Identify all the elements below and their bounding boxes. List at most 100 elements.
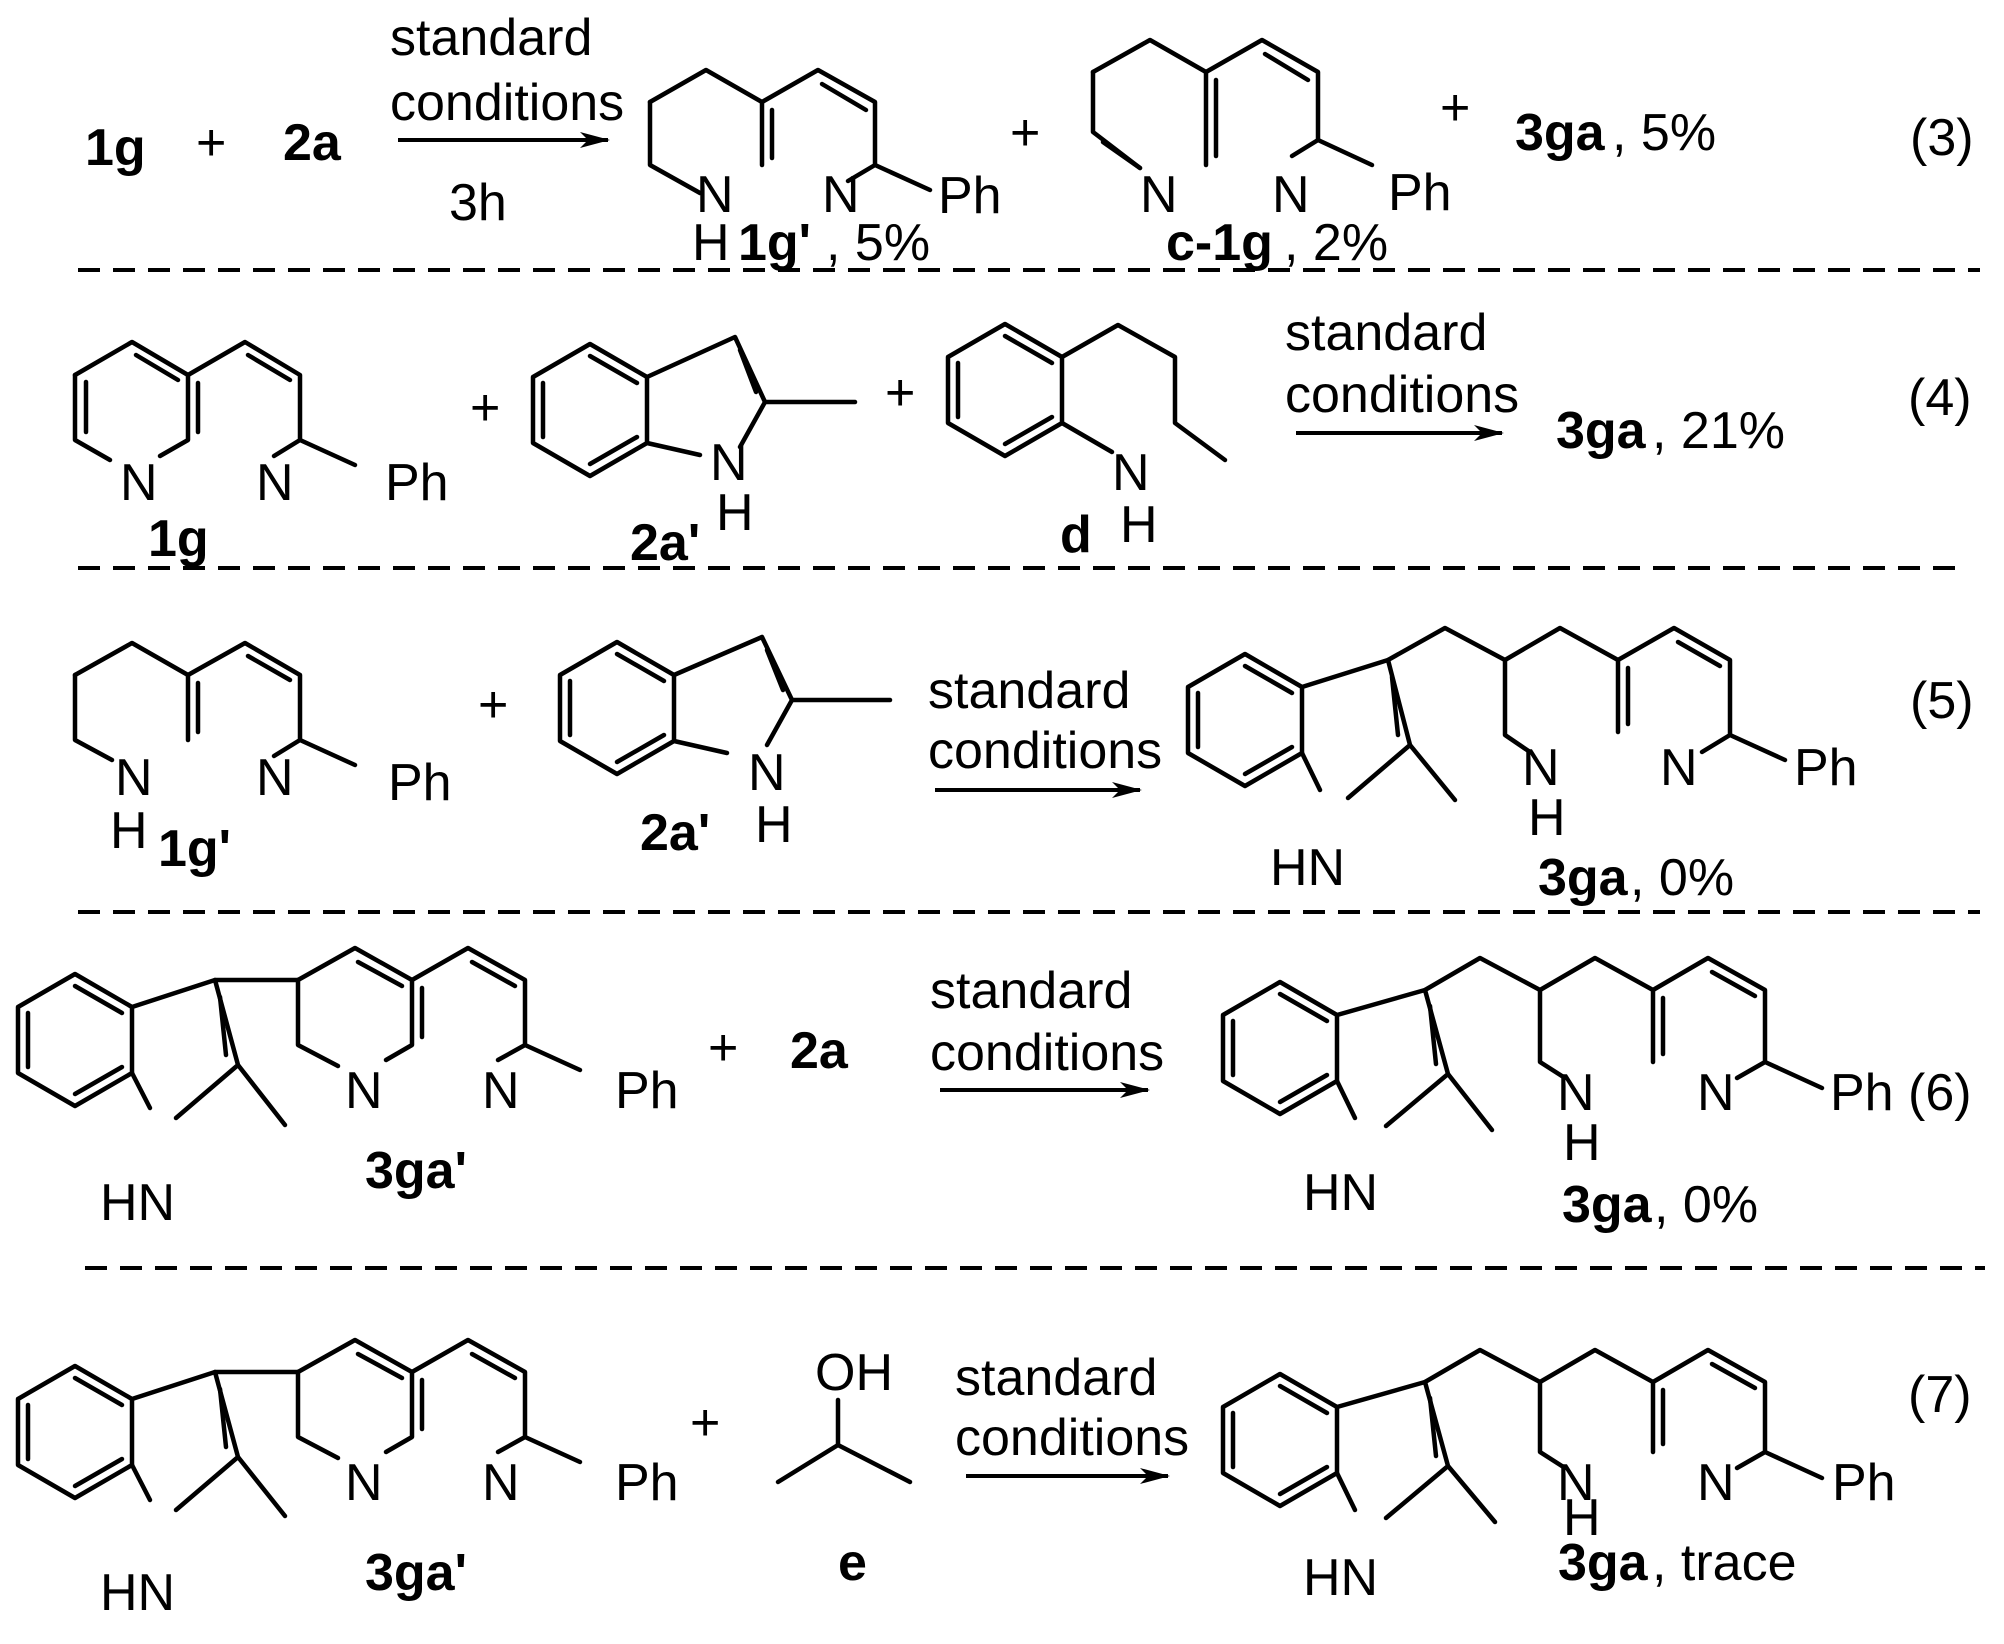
atom-n: N xyxy=(696,166,734,224)
equation-number: (4) xyxy=(1908,369,1972,427)
atom-h: H xyxy=(1563,1489,1601,1547)
equation-number: (6) xyxy=(1908,1064,1972,1122)
equation-number: (5) xyxy=(1910,672,1974,730)
reactant-1g-label: 1g xyxy=(148,510,209,568)
plus-sign: + xyxy=(885,364,915,422)
reaction-time: 3h xyxy=(449,174,507,232)
reactant-2a-prime-label: 2a' xyxy=(630,514,700,572)
atom-n: N xyxy=(1140,166,1178,224)
atom-hn: HN xyxy=(1303,1549,1378,1607)
atom-n: N xyxy=(345,1062,383,1120)
atom-ph: Ph xyxy=(388,754,452,812)
structure-3ga: HN N H N Ph xyxy=(1188,625,1858,897)
reaction-5: N H N Ph 1g' + N H 2a' standard conditio… xyxy=(72,625,1974,907)
atom-n: N xyxy=(256,454,294,512)
atom-ph: Ph xyxy=(1794,739,1858,797)
structure-3ga: HN N H N Ph xyxy=(1223,955,1894,1222)
atom-n: N xyxy=(1697,1454,1735,1512)
structure-1g-prime: N H N Ph xyxy=(72,640,452,860)
equation-number: (7) xyxy=(1908,1366,1972,1424)
product-3ga-yield: , trace xyxy=(1652,1534,1797,1592)
atom-ph: Ph xyxy=(1830,1064,1894,1122)
atom-ph: Ph xyxy=(615,1062,679,1120)
atom-n: N xyxy=(345,1454,383,1512)
structure-3ga: HN N H N Ph xyxy=(1223,1347,1896,1607)
structure-d: N H xyxy=(948,324,1228,554)
reactant-2a-label: 2a xyxy=(283,114,342,172)
reactant-d-label: d xyxy=(1060,506,1092,564)
atom-n: N xyxy=(120,454,158,512)
reaction-6: HN N N Ph 3ga' + 2a standard conditions … xyxy=(18,945,1972,1234)
atom-ph: Ph xyxy=(938,167,1002,225)
atom-ph: Ph xyxy=(385,454,449,512)
structure-c-1g: N N Ph xyxy=(1090,37,1452,224)
atom-n: N xyxy=(1272,166,1310,224)
reaction-4: N N Ph 1g + N H 2a' + N H d standard con… xyxy=(72,304,1972,572)
conditions-line-2: conditions xyxy=(390,74,624,132)
conditions-line-1: standard xyxy=(1285,304,1487,362)
plus-sign: + xyxy=(470,379,500,437)
atom-oh: OH xyxy=(815,1344,893,1402)
atom-hn: HN xyxy=(100,1174,175,1232)
atom-n: N xyxy=(482,1454,520,1512)
conditions-line-2: conditions xyxy=(955,1409,1189,1467)
atom-h: H xyxy=(1563,1114,1601,1172)
plus-sign: + xyxy=(690,1394,720,1452)
product-1g-prime-label: 1g' xyxy=(738,214,811,272)
reactant-3ga-prime-label: 3ga' xyxy=(365,1142,467,1200)
equation-number: (3) xyxy=(1910,109,1974,167)
structure-1g-prime: N H N Ph xyxy=(647,67,1002,272)
atom-n: N xyxy=(256,749,294,807)
atom-n: N xyxy=(115,749,153,807)
atom-hn: HN xyxy=(1303,1164,1378,1222)
conditions-line-2: conditions xyxy=(1285,366,1519,424)
structure-3ga-prime: HN N N Ph xyxy=(18,945,679,1232)
atom-n: N xyxy=(710,434,748,492)
product-1g-prime-yield: , 5% xyxy=(826,214,930,272)
reactant-3ga-prime-label: 3ga' xyxy=(365,1544,467,1602)
atom-hn: HN xyxy=(100,1564,175,1622)
plus-sign: + xyxy=(708,1019,738,1077)
atom-n: N xyxy=(482,1062,520,1120)
conditions-line-1: standard xyxy=(930,962,1132,1020)
atom-n: N xyxy=(822,166,860,224)
product-3ga-yield: , 21% xyxy=(1652,402,1785,460)
product-c-1g-label: c-1g xyxy=(1166,214,1273,272)
plus-sign: + xyxy=(478,676,508,734)
atom-n: N xyxy=(1557,1454,1595,1512)
structure-e: OH xyxy=(775,1344,913,1485)
product-c-1g-yield: , 2% xyxy=(1284,214,1388,272)
conditions-line-2: conditions xyxy=(928,722,1162,780)
product-3ga-label: 3ga xyxy=(1515,104,1606,162)
atom-n: N xyxy=(1112,444,1150,502)
atom-h: H xyxy=(692,214,730,272)
atom-h: H xyxy=(755,796,793,854)
reactant-1g-label: 1g xyxy=(85,119,146,177)
product-3ga-yield: , 0% xyxy=(1630,849,1734,907)
reaction-7: HN N N Ph 3ga' + OH e standard condition… xyxy=(18,1337,1972,1622)
reaction-3: 1g + 2a standard conditions 3h N H N Ph … xyxy=(85,9,1974,272)
reactant-e-label: e xyxy=(838,1534,867,1592)
product-3ga-label: 3ga xyxy=(1562,1176,1653,1234)
product-3ga-yield: , 5% xyxy=(1612,104,1716,162)
atom-ph: Ph xyxy=(615,1454,679,1512)
atom-ph: Ph xyxy=(1832,1454,1896,1512)
reactant-2a-prime-label: 2a' xyxy=(640,804,710,862)
atom-n: N xyxy=(1660,739,1698,797)
product-3ga-yield: , 0% xyxy=(1654,1176,1758,1234)
plus-sign: + xyxy=(196,114,226,172)
atom-hn: HN xyxy=(1270,839,1345,897)
conditions-line-1: standard xyxy=(928,662,1130,720)
atom-n: N xyxy=(1522,739,1560,797)
structure-1g: N N Ph xyxy=(72,339,449,512)
conditions-line-2: conditions xyxy=(930,1024,1164,1082)
structure-3ga-prime: HN N N Ph xyxy=(18,1337,679,1622)
atom-h: H xyxy=(1528,789,1566,847)
atom-h: H xyxy=(716,484,754,542)
atom-h: H xyxy=(1120,496,1158,554)
product-3ga-label: 3ga xyxy=(1538,849,1629,907)
reactant-2a-label: 2a xyxy=(790,1022,849,1080)
atom-n: N xyxy=(748,744,786,802)
plus-sign: + xyxy=(1010,104,1040,162)
